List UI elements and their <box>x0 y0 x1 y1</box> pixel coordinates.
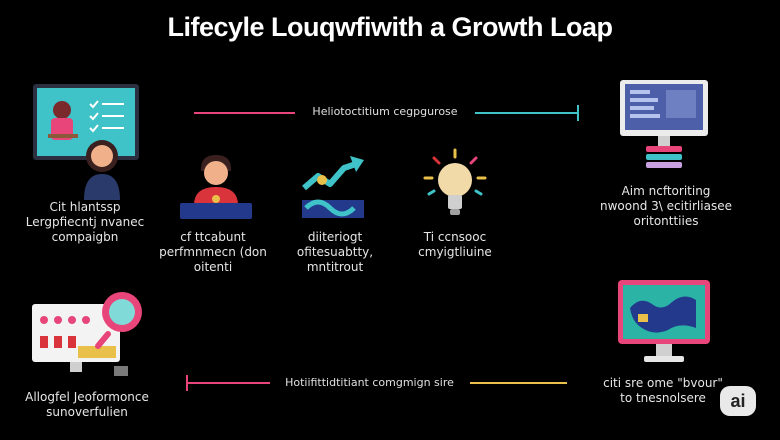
caption-line: nwoond 3\ ecitirliasee <box>600 199 732 213</box>
top-arrow-label: Heliotoctitium cegpgurose <box>312 105 458 118</box>
growth-chart-illustration <box>298 152 368 222</box>
growth-caption: diiteriogt ofitesuabtty, mntitrout <box>270 230 400 275</box>
caption-line: oitenti <box>193 260 233 274</box>
ai-badge[interactable]: ai <box>720 386 756 416</box>
dashboard-magnifier-illustration <box>30 290 146 378</box>
bottom-arrow-line <box>186 375 567 391</box>
caption-line: cmyigtliuine <box>418 245 492 259</box>
desktop-computer-illustration <box>618 78 710 174</box>
bottom-left-caption: Allogfel Jeoformonce sunoverfulien <box>12 390 162 420</box>
caption-line: diiteriogt <box>307 230 363 244</box>
presenter-monitor-illustration <box>32 82 142 200</box>
caption-line: citi sre ome "bvour" <box>603 376 723 390</box>
top-right-caption: Aim ncftoriting nwoond 3\ ecitirliasee o… <box>586 184 746 229</box>
caption-line: oritonttiies <box>633 214 699 228</box>
caption-line: to tnesnolsere <box>620 391 706 405</box>
caption-line: Lergpfiecntj nvanec <box>25 215 145 229</box>
caption-line: ofitesuabtty, <box>296 245 374 259</box>
bottom-right-caption: citi sre ome "bvour" to tnesnolsere <box>588 376 738 406</box>
caption-line: Ti ccnsooc <box>423 230 487 244</box>
caption-line: mntitrout <box>306 260 364 274</box>
lightbulb-icon <box>420 148 490 220</box>
person-caption: cf ttcabunt perfmnmecn (don oitenti <box>148 230 278 275</box>
top-arrow <box>190 104 585 122</box>
top-arrow-line <box>194 105 579 121</box>
top-left-caption: Cit hlantssp Lergpfiecntj nvanec compaig… <box>10 200 160 245</box>
diagram-title: Lifecyle Louqwfiwith a Growth Loap <box>167 12 613 42</box>
caption-line: compaigbn <box>51 230 119 244</box>
caption-line: sunoverfulien <box>46 405 128 419</box>
caption-line: Allogfel Jeoformonce <box>25 390 149 404</box>
idea-caption: Ti ccnsooc cmyigtliuine <box>390 230 520 260</box>
caption-line: cf ttcabunt <box>180 230 246 244</box>
map-monitor-illustration <box>616 278 712 368</box>
caption-line: perfmnmecn (don <box>159 245 267 259</box>
caption-line: Cit hlantssp <box>49 200 121 214</box>
caption-line: Aim ncftoriting <box>621 184 711 198</box>
bottom-arrow-label: Hotiifittidtitiant comgmign sire <box>285 376 454 389</box>
person-desk-illustration <box>176 153 256 221</box>
bottom-arrow <box>182 374 577 392</box>
